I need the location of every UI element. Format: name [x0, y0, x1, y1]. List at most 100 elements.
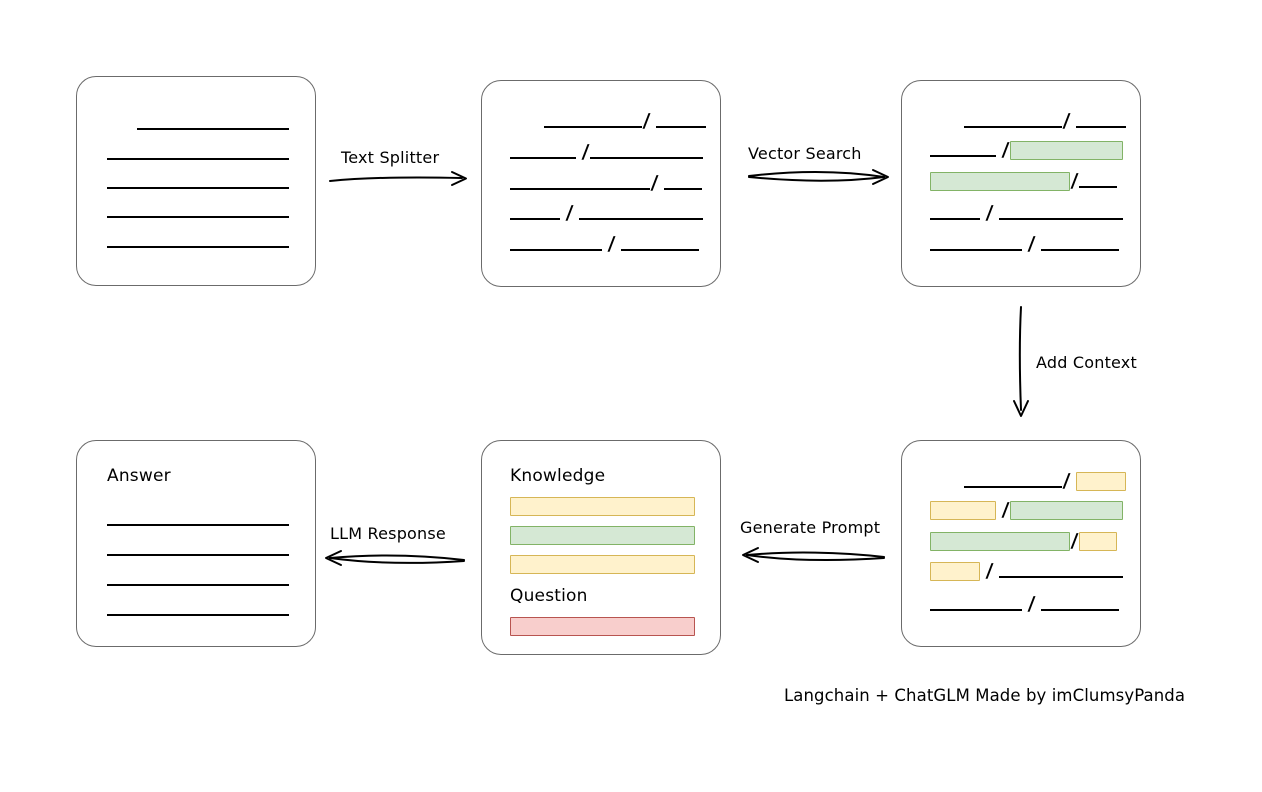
matched-chunk-highlight [930, 531, 1070, 551]
text-rule [998, 564, 1123, 578]
text-rule [578, 206, 703, 220]
text-rule [1040, 237, 1119, 251]
separator-slash: / [1027, 592, 1036, 615]
doc-line [107, 201, 289, 221]
text-rule [964, 114, 1062, 128]
text-rule [107, 602, 289, 616]
separator-slash: / [1062, 469, 1071, 492]
add-context-arrow [1013, 306, 1029, 417]
generate-prompt-arrow [742, 547, 885, 563]
chunk-line: / [930, 232, 1119, 255]
text-rule [1078, 174, 1117, 188]
chunk-line: / [930, 592, 1119, 615]
separator-slash: / [607, 232, 616, 255]
context-chunk-highlight [930, 561, 980, 581]
separator-slash: / [1027, 232, 1036, 255]
text-rule [655, 114, 706, 128]
text-rule [107, 234, 289, 248]
answer-line [107, 569, 289, 589]
question-bar [510, 616, 695, 636]
prompt-box[interactable]: Knowledge Question [481, 440, 721, 655]
chunk-line: / [930, 559, 1123, 582]
doc-line [137, 113, 289, 133]
text-rule [510, 176, 650, 190]
text-rule [510, 206, 560, 220]
knowledge-bar [510, 554, 695, 574]
text-rule [107, 512, 289, 526]
separator-slash: / [985, 201, 994, 224]
split-chunks-box[interactable]: / / / / / [481, 80, 721, 287]
chunk-line: / [930, 530, 1117, 552]
text-rule [107, 572, 289, 586]
chunk-line: / [930, 499, 1123, 521]
text-rule [1040, 597, 1119, 611]
doc-line [107, 143, 289, 163]
knowledge-bar-row [510, 554, 695, 574]
separator-slash: / [642, 109, 651, 132]
chunk-line: / [544, 109, 706, 132]
text-rule [663, 176, 702, 190]
separator-slash: / [565, 201, 574, 224]
chunk-line: / [964, 109, 1126, 132]
vector-search-label: Vector Search [748, 144, 862, 163]
answer-heading: Answer [107, 466, 171, 486]
chunk-line: / [510, 141, 703, 163]
answer-line [107, 599, 289, 619]
context-chunk-highlight [930, 500, 996, 520]
text-rule [930, 237, 1022, 251]
llm-response-label: LLM Response [330, 524, 446, 543]
text-rule [589, 145, 703, 159]
separator-slash: / [985, 559, 994, 582]
chunk-line: / [510, 171, 702, 194]
llm-response-arrow [325, 550, 465, 566]
footer-caption: Langchain + ChatGLM Made by imClumsyPand… [784, 686, 1186, 705]
context-chunk-highlight [1075, 471, 1126, 491]
separator-slash: / [1062, 109, 1071, 132]
text-rule [137, 116, 289, 130]
knowledge-bar-row [510, 525, 695, 545]
doc-line [107, 172, 289, 192]
text-rule [107, 146, 289, 160]
matched-chunk-highlight [1009, 140, 1123, 160]
matched-chunk-highlight [930, 171, 1070, 191]
text-rule [107, 204, 289, 218]
text-rule [964, 474, 1062, 488]
separator-slash: / [650, 171, 659, 194]
knowledge-heading: Knowledge [510, 466, 606, 486]
text-rule [510, 145, 576, 159]
chunk-line: / [510, 232, 699, 255]
add-context-label: Add Context [1036, 353, 1137, 372]
text-rule [930, 206, 980, 220]
answer-line [107, 539, 289, 559]
knowledge-bar-row [510, 496, 695, 516]
context-chunk-highlight [1078, 531, 1117, 551]
vector-matches-box[interactable]: / / / / / [901, 80, 1141, 287]
text-rule [1075, 114, 1126, 128]
text-splitter-label: Text Splitter [341, 148, 440, 167]
knowledge-bar [510, 525, 695, 545]
text-rule [107, 175, 289, 189]
knowledge-bar [510, 496, 695, 516]
doc-line [107, 231, 289, 251]
text-rule [510, 237, 602, 251]
answer-line [107, 509, 289, 529]
context-chunks-box[interactable]: / / / / / [901, 440, 1141, 647]
text-rule [930, 597, 1022, 611]
text-rule [544, 114, 642, 128]
answer-box[interactable]: Answer [76, 440, 316, 647]
question-bar-row [510, 616, 695, 636]
text-rule [107, 542, 289, 556]
chunk-line: / [930, 201, 1123, 224]
chunk-line: / [964, 469, 1126, 492]
chunk-line: / [930, 139, 1123, 161]
matched-chunk-highlight [1009, 500, 1123, 520]
question-heading: Question [510, 586, 588, 606]
source-document-box[interactable] [76, 76, 316, 286]
text-rule [930, 143, 996, 157]
chunk-line: / [930, 170, 1117, 192]
text-rule [620, 237, 699, 251]
generate-prompt-label: Generate Prompt [740, 518, 881, 537]
chunk-line: / [510, 201, 703, 224]
text-rule [998, 206, 1123, 220]
